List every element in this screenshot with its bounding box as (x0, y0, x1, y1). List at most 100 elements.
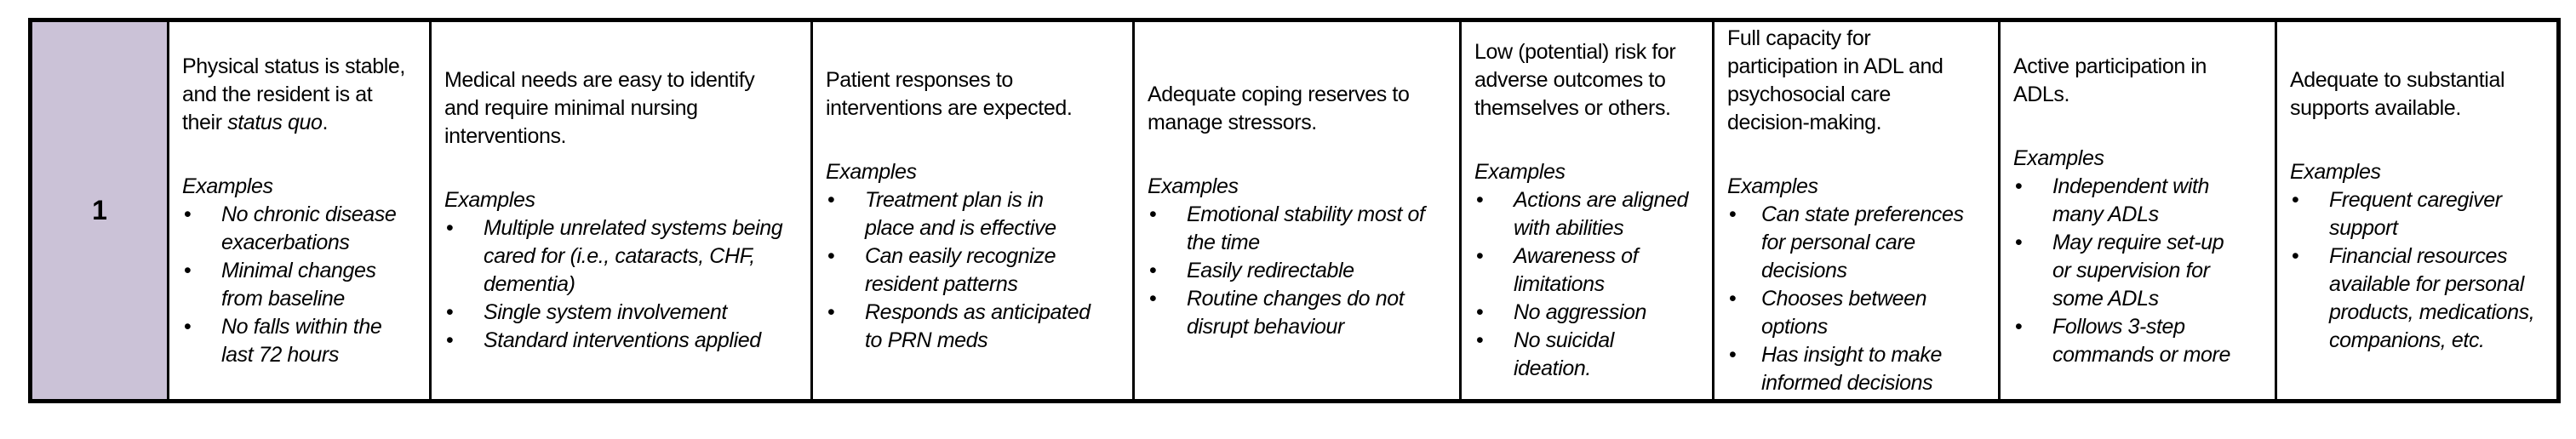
example-bullet-item: • Standard interventions applied (444, 327, 790, 355)
example-item-text: Chooses between options (1761, 286, 1927, 339)
example-bullet-item: • Can easily recognize resident patterns (826, 242, 1112, 299)
example-bullet-item: •Multiple unrelated systems being cared … (444, 214, 790, 299)
example-bullet-item: •No falls within the last 72 hours (182, 313, 409, 369)
criteria-description: Physical status is stable, and the resid… (182, 53, 409, 137)
examples-heading: Examples (1474, 160, 1566, 184)
example-item-text: Actions are aligned with abilities (1514, 188, 1689, 240)
bullet-icon: • (1149, 258, 1157, 282)
examples-list: •Actions are aligned with abilities•Awar… (1474, 186, 1692, 383)
bullet-icon: • (1729, 202, 1737, 226)
criteria-cell-medical-needs: Medical needs are easy to identify and r… (429, 19, 813, 402)
description-text: Physical status is stable, and the resid… (182, 54, 405, 134)
example-item-text: Can state preferences for personal care … (1761, 202, 1964, 282)
criteria-description: Active participation in ADLs. (2013, 53, 2254, 109)
examples-list: • Treatment plan is in place and is effec… (826, 186, 1112, 355)
bullet-icon: • (827, 244, 835, 268)
examples-heading: Examples (2013, 145, 2104, 170)
examples-list: • Frequent caregiver support•Financial re… (2290, 186, 2536, 355)
example-bullet-item: • Actions are aligned with abilities (1474, 186, 1692, 242)
examples-heading: Examples (826, 160, 917, 184)
example-item-text: Multiple unrelated systems being cared f… (484, 216, 783, 296)
rubric-row-level-1: 1 Physical status is stable, and the res… (29, 19, 2560, 402)
examples-list: • Emotional stability most of the time • Ea… (1148, 201, 1439, 341)
example-bullet-item: • Responds as anticipated to PRN meds (826, 299, 1112, 355)
bullet-icon: • (2015, 174, 2023, 198)
example-item-text: Easily redirectable (1187, 258, 1354, 282)
example-item-text: No aggression (1514, 300, 1647, 324)
criteria-cell-content: Adequate to substantial supports availab… (2290, 66, 2536, 355)
criteria-cell-adl-participation: Active participation in ADLs. Examples •… (1998, 19, 2277, 402)
example-item-text: No chronic disease exacerbations (221, 202, 397, 254)
example-item-text: Has insight to make informed decisions (1761, 342, 1942, 395)
criteria-cell-content: Low (potential) risk for adverse outcome… (1474, 38, 1692, 383)
bullet-icon: • (1476, 300, 1484, 324)
description-text: . (322, 110, 329, 134)
bullet-icon: • (2015, 230, 2023, 254)
example-item-text: Emotional stability most of the time (1187, 202, 1425, 254)
example-item-text: Independent with many ADLs (2052, 174, 2210, 226)
example-item-text: Standard interventions applied (484, 328, 761, 352)
criteria-cell-content: Active participation in ADLs. Examples •… (2013, 53, 2254, 369)
examples-heading: Examples (1727, 174, 1818, 198)
example-bullet-item: •Has insight to make informed decisions (1727, 341, 1978, 397)
criteria-description: Low (potential) risk for adverse outcome… (1474, 38, 1692, 123)
example-bullet-item: •Financial resources available for perso… (2290, 242, 2536, 355)
description-text: Medical needs are easy to identify and r… (444, 68, 755, 148)
criteria-cell-physical-status: Physical status is stable, and the resid… (167, 19, 432, 402)
criteria-description: Adequate to substantial supports availab… (2290, 66, 2536, 123)
bullet-icon: • (1729, 286, 1737, 311)
criteria-cell-patient-responses: Patient responses to interventions are e… (810, 19, 1135, 402)
criteria-description: Medical needs are easy to identify and r… (444, 66, 790, 151)
example-item-text: Frequent caregiver support (2329, 188, 2502, 240)
criteria-cell-content: Physical status is stable, and the resid… (182, 53, 409, 369)
description-text: Patient responses to interventions are e… (826, 68, 1073, 120)
criteria-cell-risk-adverse-outcomes: Low (potential) risk for adverse outcome… (1459, 19, 1714, 402)
example-bullet-item: • Easily redirectable (1148, 257, 1439, 285)
example-item-text: Responds as anticipated to PRN meds (865, 300, 1091, 352)
row-level-cell: 1 (29, 19, 169, 402)
examples-heading: Examples (2290, 160, 2381, 184)
example-item-text: Treatment plan is in place and is effect… (865, 188, 1056, 240)
bullet-icon: • (184, 202, 192, 226)
example-item-text: No falls within the last 72 hours (221, 314, 382, 367)
examples-heading: Examples (182, 174, 273, 198)
example-bullet-item: • Minimal changes from baseline (182, 257, 409, 313)
description-text: Adequate coping reserves to manage stres… (1148, 82, 1410, 134)
description-text: Full capacity for participation in ADL a… (1727, 26, 1943, 134)
bullet-icon: • (1476, 188, 1484, 212)
assessment-rubric-table: 1 Physical status is stable, and the res… (28, 18, 2561, 403)
criteria-description: Adequate coping reserves to manage stres… (1148, 81, 1439, 137)
example-item-text: Routine changes do not disrupt behaviour (1187, 286, 1405, 339)
example-item-text: Financial resources available for person… (2329, 244, 2535, 352)
example-item-text: Can easily recognize resident patterns (865, 244, 1056, 296)
examples-list: • No chronic disease exacerbations • Minima… (182, 201, 409, 369)
example-bullet-item: • Can state preferences for personal care… (1727, 201, 1978, 285)
criteria-cell-content: Patient responses to interventions are e… (826, 66, 1112, 355)
bullet-icon: • (1476, 328, 1484, 352)
description-italic-text: status quo (227, 110, 323, 134)
examples-list: • Multiple unrelated systems being cared … (444, 214, 790, 355)
bullet-icon: • (1149, 286, 1157, 311)
bullet-icon: • (827, 300, 835, 324)
criteria-cell-content: Full capacity for participation in ADL a… (1727, 25, 1978, 397)
bullet-icon: • (446, 328, 454, 352)
examples-list: • Can state preferences for personal care… (1727, 201, 1978, 397)
description-text: Adequate to substantial supports availab… (2290, 68, 2505, 120)
criteria-cell-content: Medical needs are easy to identify and r… (444, 66, 790, 355)
bullet-icon: • (184, 258, 192, 282)
criteria-cell-supports-available: Adequate to substantial supports availab… (2275, 19, 2560, 402)
example-item-text: Minimal changes from baseline (221, 258, 376, 311)
example-bullet-item: • Frequent caregiver support (2290, 186, 2536, 242)
bullet-icon: • (2015, 314, 2023, 339)
example-bullet-item: •May require set-up or supervision for s… (2013, 229, 2254, 313)
example-bullet-item: •Treatment plan is in place and is effec… (826, 186, 1112, 242)
bullet-icon: • (446, 300, 454, 324)
criteria-cell-coping-reserves: Adequate coping reserves to manage stres… (1132, 19, 1462, 402)
bullet-icon: • (2292, 188, 2299, 212)
criteria-description: Patient responses to interventions are e… (826, 66, 1112, 123)
examples-list: • Independent with many ADLs•May require … (2013, 173, 2254, 369)
example-bullet-item: •No suicidal ideation. (1474, 327, 1692, 383)
example-bullet-item: •Single system involvement (444, 299, 790, 327)
example-item-text: Follows 3-step commands or more (2052, 314, 2230, 367)
